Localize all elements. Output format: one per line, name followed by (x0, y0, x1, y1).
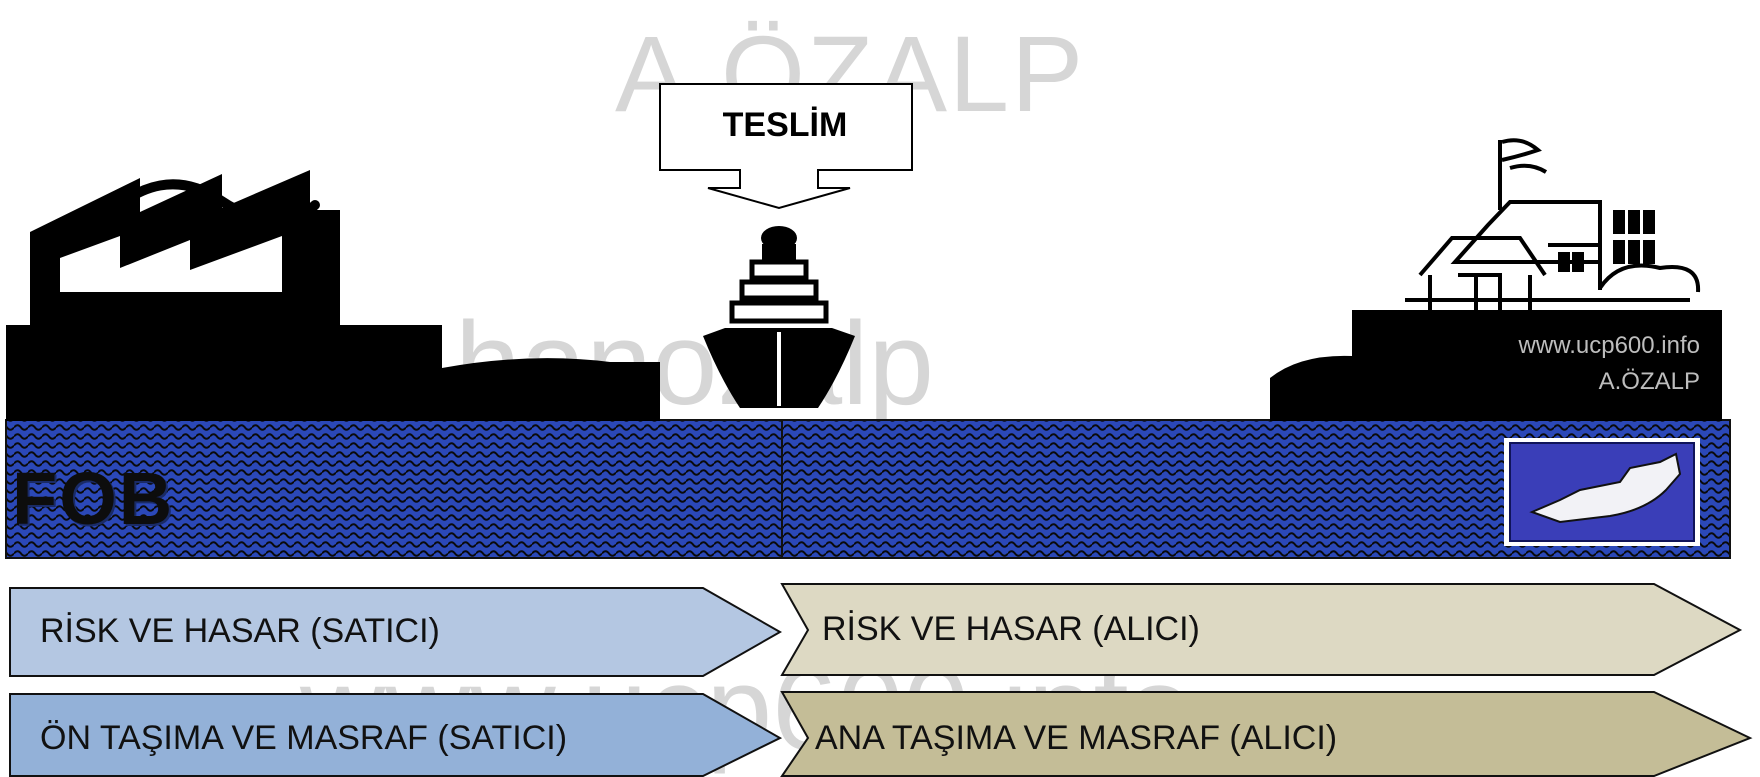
buyer-transport-bar (780, 691, 1753, 777)
water-strip (5, 419, 1731, 559)
seller-transport-label: ÖN TAŞIMA VE MASRAF (SATICI) (40, 719, 568, 757)
seller-risk-label: RİSK VE HASAR (SATICI) (40, 612, 440, 650)
buyer-transport-label: ANA TAŞIMA VE MASRAF (ALICI) (815, 719, 1338, 757)
seller-risk-bar (9, 587, 783, 677)
boat-icon (1504, 438, 1700, 546)
down-arrow-callout-icon (659, 83, 913, 210)
site-url: www.ucp600.info (1518, 332, 1700, 359)
buyer-risk-label: RİSK VE HASAR (ALICI) (822, 610, 1200, 648)
site-name: A.ÖZALP (1598, 368, 1700, 395)
ship-icon (703, 226, 855, 408)
delivery-callout-label: TESLİM (722, 106, 848, 144)
warehouse-icon (1405, 138, 1701, 310)
seller-land (6, 325, 660, 421)
incoterm-label: FOB (12, 457, 175, 540)
buyer-land (1270, 310, 1722, 421)
factory-icon (30, 170, 340, 325)
buyer-risk-bar (780, 583, 1743, 676)
seller-transport-bar (9, 693, 783, 777)
